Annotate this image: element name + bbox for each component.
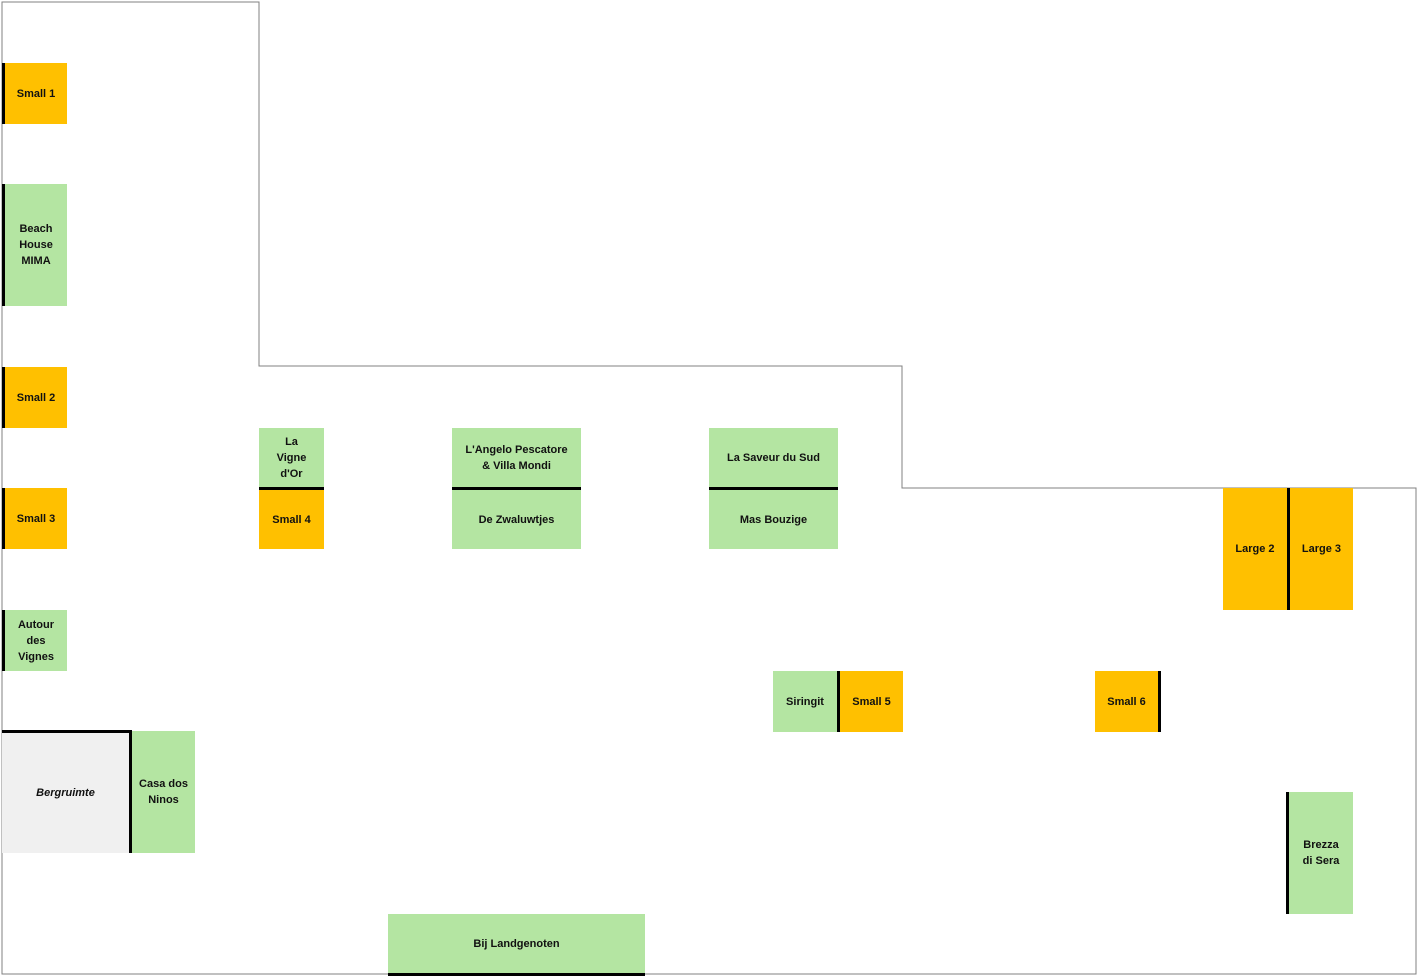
booth-small-1[interactable]: Small 1 [2, 63, 67, 124]
booth-label: Small 4 [272, 513, 311, 526]
booth-label: Brezza di Sera [1302, 839, 1340, 867]
booth-small-4[interactable]: Small 4 [259, 487, 324, 549]
booth-label: Mas Bouzige [739, 513, 808, 526]
booth-label: Autour des Vignes [17, 618, 55, 663]
booth-label: Small 5 [852, 695, 891, 708]
booth-large-2[interactable]: Large 2 [1223, 488, 1287, 610]
booth-label: De Zwaluwtjes [478, 513, 555, 526]
booth-beach-house-mima[interactable]: Beach House MIMA [2, 184, 67, 306]
booth-label: Small 3 [16, 512, 56, 525]
booth-label: Large 2 [1235, 543, 1275, 555]
booth-label: L'Angelo Pescatore & Villa Mondi [465, 443, 568, 472]
booth-label: Large 3 [1301, 543, 1342, 555]
booth-label: La Vigne d'Or [276, 435, 307, 480]
booth-de-zwaluwtjes[interactable]: De Zwaluwtjes [452, 487, 581, 549]
booth-la-saveur-du-sud[interactable]: La Saveur du Sud [709, 428, 838, 487]
booth-autour-des-vignes[interactable]: Autour des Vignes [2, 610, 67, 671]
booth-label: Siringit [786, 695, 824, 708]
storage-label: Bergruimte [36, 787, 95, 799]
booth-small-3[interactable]: Small 3 [2, 488, 67, 549]
booth-large-3[interactable]: Large 3 [1287, 488, 1353, 610]
booth-label: La Saveur du Sud [727, 451, 820, 464]
booth-label: Small 2 [16, 391, 56, 404]
booth-label: Bij Landgenoten [473, 937, 560, 950]
booth-label: Small 6 [1107, 695, 1146, 708]
booth-brezza-di-sera[interactable]: Brezza di Sera [1286, 792, 1353, 914]
booth-siringit[interactable]: Siringit [773, 671, 837, 732]
booth-langelo-pescatore[interactable]: L'Angelo Pescatore & Villa Mondi [452, 428, 581, 487]
booth-label: Casa dos Ninos [139, 778, 188, 806]
booth-label: Small 1 [16, 87, 56, 100]
booth-bij-landgenoten[interactable]: Bij Landgenoten [388, 914, 645, 976]
booth-small-2[interactable]: Small 2 [2, 367, 67, 428]
booth-label: Beach House MIMA [19, 223, 53, 267]
booth-mas-bouzige[interactable]: Mas Bouzige [709, 487, 838, 549]
storage-bergruimte: Bergruimte [2, 730, 132, 853]
booth-small-6[interactable]: Small 6 [1095, 671, 1161, 732]
booth-small-5[interactable]: Small 5 [837, 671, 903, 732]
booth-casa-dos-ninos[interactable]: Casa dos Ninos [132, 731, 195, 853]
booth-la-vigne-dor[interactable]: La Vigne d'Or [259, 428, 324, 487]
